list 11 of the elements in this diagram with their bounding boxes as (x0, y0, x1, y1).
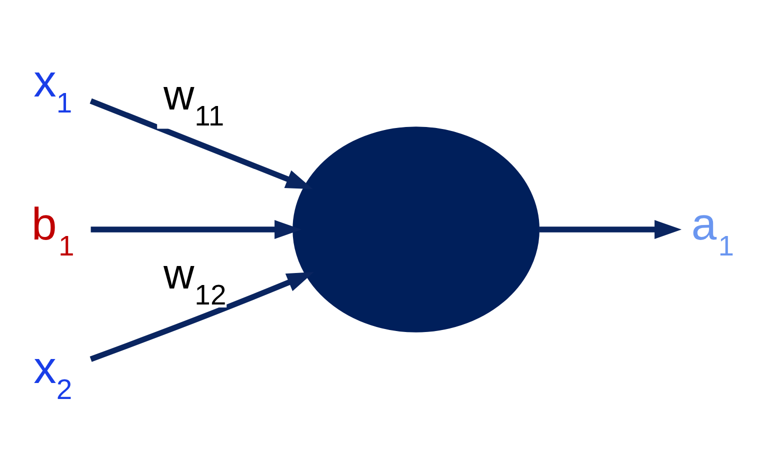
arrow (90, 220, 302, 238)
node-text: a$_{1}$ (691, 198, 734, 262)
node-text: x$_{2}$ (34, 341, 72, 406)
node-circle (292, 126, 540, 332)
node-text: b$_{1}$ (32, 198, 74, 262)
arrow (539, 220, 682, 238)
arrow (90, 98, 313, 189)
edge-label: w$_{11}$ (163, 71, 224, 132)
node-text: x$_{1}$ (34, 54, 72, 119)
arrow (90, 272, 314, 362)
edge-label: w$_{12}$ (163, 250, 226, 311)
